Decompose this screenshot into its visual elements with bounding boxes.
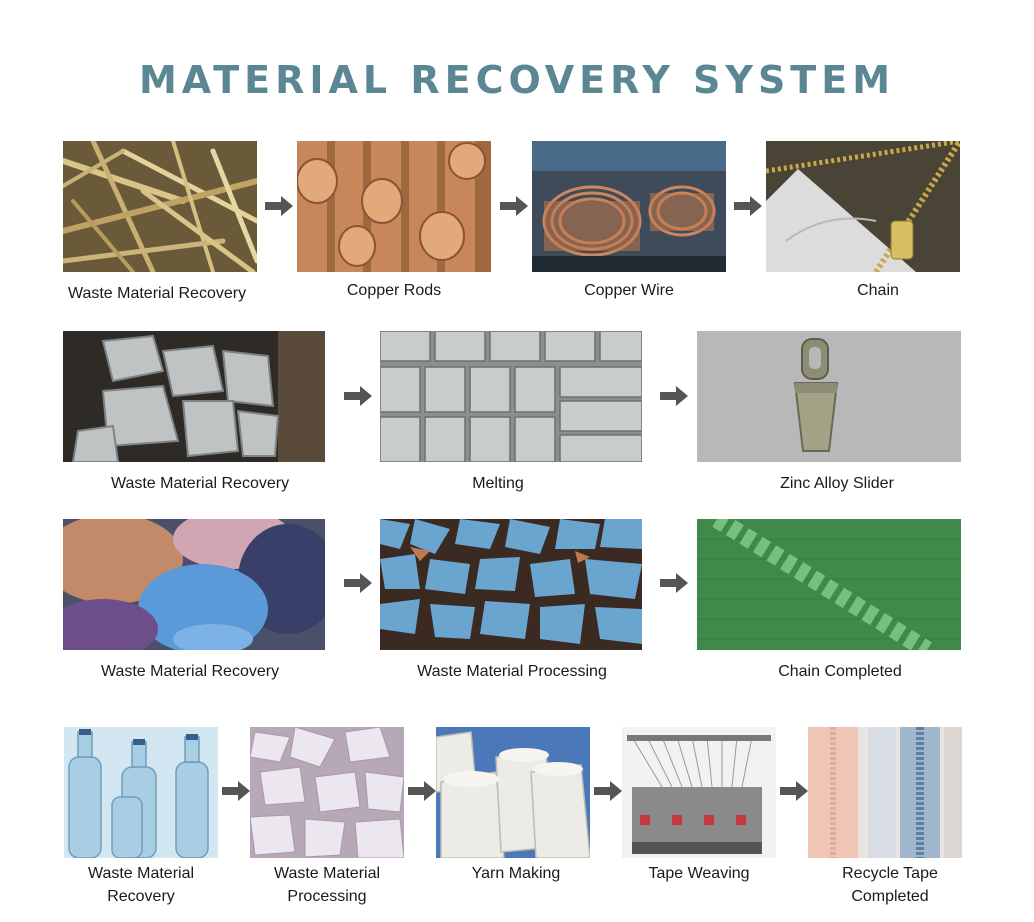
zinc-ingots-image: [380, 331, 642, 462]
right-arrow-icon: [408, 781, 436, 801]
right-arrow-icon: [344, 573, 372, 593]
step-label: Copper Wire: [584, 282, 674, 299]
waste-fabric-image: [63, 519, 325, 650]
step-label: Copper Rods: [346, 282, 442, 299]
yarn-cones-image: [436, 727, 590, 858]
step-label: Chain Completed: [778, 663, 902, 680]
copper-wire-image: [532, 141, 726, 272]
step-label: Chain: [857, 282, 899, 299]
pet-flakes-image: [250, 727, 404, 858]
step-label: Waste Material Recovery: [110, 475, 290, 492]
step-label: Tape Weaving: [648, 865, 750, 882]
brass-scrap-image: [63, 141, 257, 272]
right-arrow-icon: [660, 573, 688, 593]
right-arrow-icon: [500, 196, 528, 216]
right-arrow-icon: [265, 196, 293, 216]
right-arrow-icon: [780, 781, 808, 801]
green-zipper-image: [697, 519, 961, 650]
step-label: Melting: [472, 475, 524, 492]
plastic-flakes-image: [380, 519, 642, 650]
right-arrow-icon: [660, 386, 688, 406]
step-label: Zinc Alloy Slider: [780, 475, 894, 492]
zinc-scrap-image: [63, 331, 325, 462]
weaving-machine-image: [622, 727, 776, 858]
step-label: Waste Material Recovery: [100, 663, 280, 680]
right-arrow-icon: [222, 781, 250, 801]
step-label: Waste Material Processing: [417, 663, 607, 680]
brass-zipper-image: [766, 141, 960, 272]
step-label: Waste Material Recovery: [67, 285, 247, 302]
plastic-bottles-image: [64, 727, 218, 858]
copper-rods-image: [297, 141, 491, 272]
recycled-tape-image: [808, 727, 962, 858]
zinc-slider-image: [697, 331, 961, 462]
step-label: Yarn Making: [471, 865, 561, 882]
page-title: MATERIAL RECOVERY SYSTEM: [138, 58, 896, 102]
right-arrow-icon: [734, 196, 762, 216]
right-arrow-icon: [594, 781, 622, 801]
right-arrow-icon: [344, 386, 372, 406]
